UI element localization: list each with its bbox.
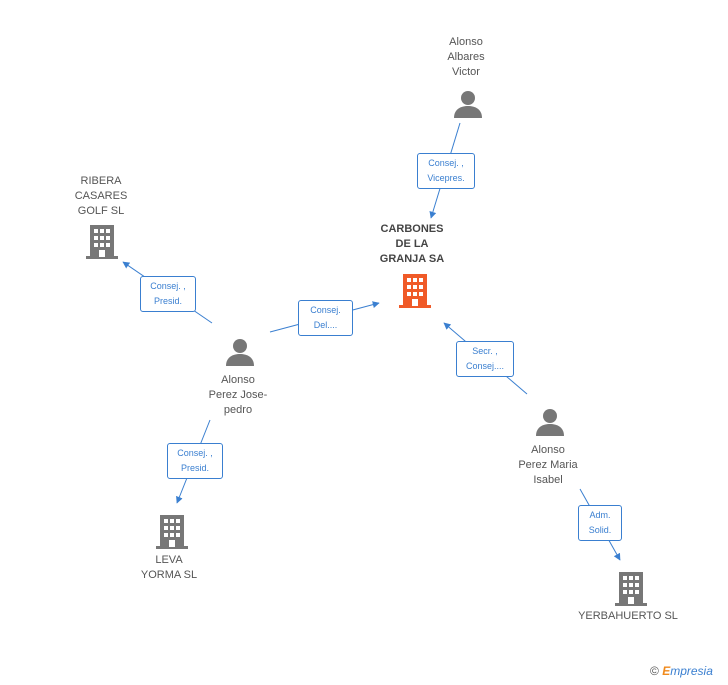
role-box-maria-yerbahuerto[interactable]: Adm. Solid. (578, 505, 622, 541)
node-label-leva: LEVA YORMA SL (140, 554, 198, 581)
role-box-albares-carbones[interactable]: Consej. , Vicepres. (417, 153, 475, 189)
node-label-alonso-albares: Alonso Albares Victor (447, 36, 485, 78)
node-label-carbones: CARBONES DE LA GRANJA SA (379, 223, 445, 265)
brand-logo-rest: mpresia (670, 664, 713, 678)
brand-footer: © Empresia (650, 664, 713, 678)
building-icon-leva[interactable] (156, 513, 188, 549)
role-box-maria-carbones[interactable]: Secr. , Consej.... (456, 341, 514, 377)
role-box-jose-ribera[interactable]: Consej. , Presid. (140, 276, 196, 312)
person-icon-albares[interactable] (453, 89, 483, 119)
node-label-alonso-jose: Alonso Perez Jose- pedro (208, 374, 268, 416)
building-icon-ribera[interactable] (86, 223, 118, 259)
building-icon-yerbahuerto[interactable] (615, 570, 647, 606)
role-box-jose-leva[interactable]: Consej. , Presid. (167, 443, 223, 479)
node-label-ribera: RIBERA CASARES GOLF SL (74, 175, 128, 217)
person-icon-maria[interactable] (535, 407, 565, 437)
role-box-jose-carbones[interactable]: Consej. Del.... (298, 300, 353, 336)
node-label-alonso-maria: Alonso Perez Maria Isabel (518, 444, 578, 486)
copyright-symbol: © (650, 664, 659, 678)
building-icon-main[interactable] (399, 272, 431, 308)
node-label-yerbahuerto: YERBAHUERTO SL (578, 610, 678, 622)
person-icon-jose[interactable] (225, 337, 255, 367)
brand-logo-initial: E (662, 664, 671, 678)
